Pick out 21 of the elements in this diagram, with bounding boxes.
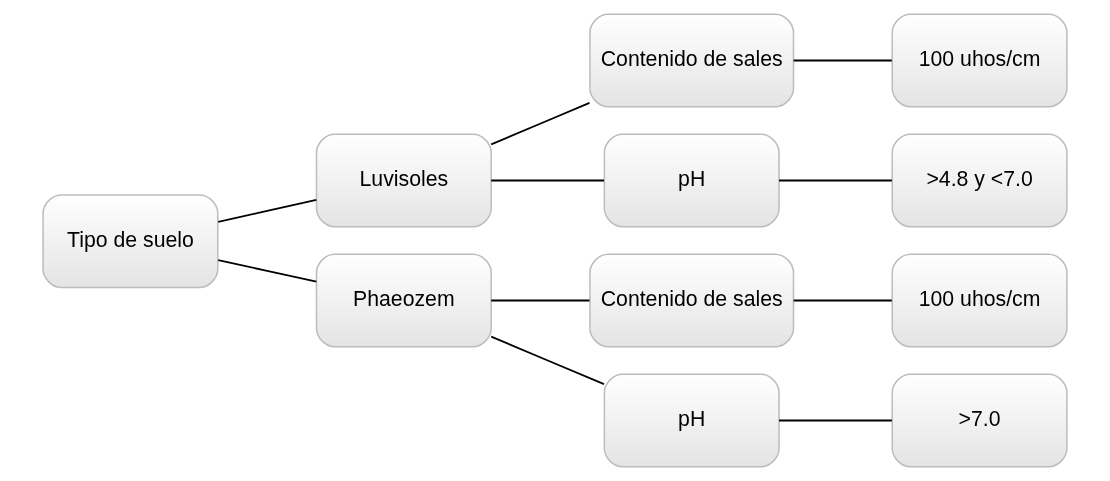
- connector: [490, 299, 591, 302]
- node-box: Tipo de suelo: [42, 194, 219, 289]
- connector: [778, 419, 893, 422]
- node-box: 100 uhos/cm: [891, 253, 1068, 348]
- connector: [490, 102, 591, 146]
- node-box: Luvisoles: [315, 133, 492, 228]
- connector: [217, 198, 318, 223]
- node-box: Phaeozem: [315, 253, 492, 348]
- node-box: pH: [603, 373, 780, 468]
- connector: [792, 59, 893, 62]
- connector: [778, 179, 893, 182]
- node-box: Contenido de sales: [589, 13, 795, 108]
- node-box: Contenido de sales: [589, 253, 795, 348]
- connector: [490, 335, 605, 386]
- node-box: >4.8 y <7.0: [891, 133, 1068, 228]
- connector: [792, 299, 893, 302]
- connector: [217, 259, 318, 283]
- node-box: 100 uhos/cm: [891, 13, 1068, 108]
- node-box: >7.0: [891, 373, 1068, 468]
- node-box: pH: [603, 133, 780, 228]
- connector: [490, 179, 605, 182]
